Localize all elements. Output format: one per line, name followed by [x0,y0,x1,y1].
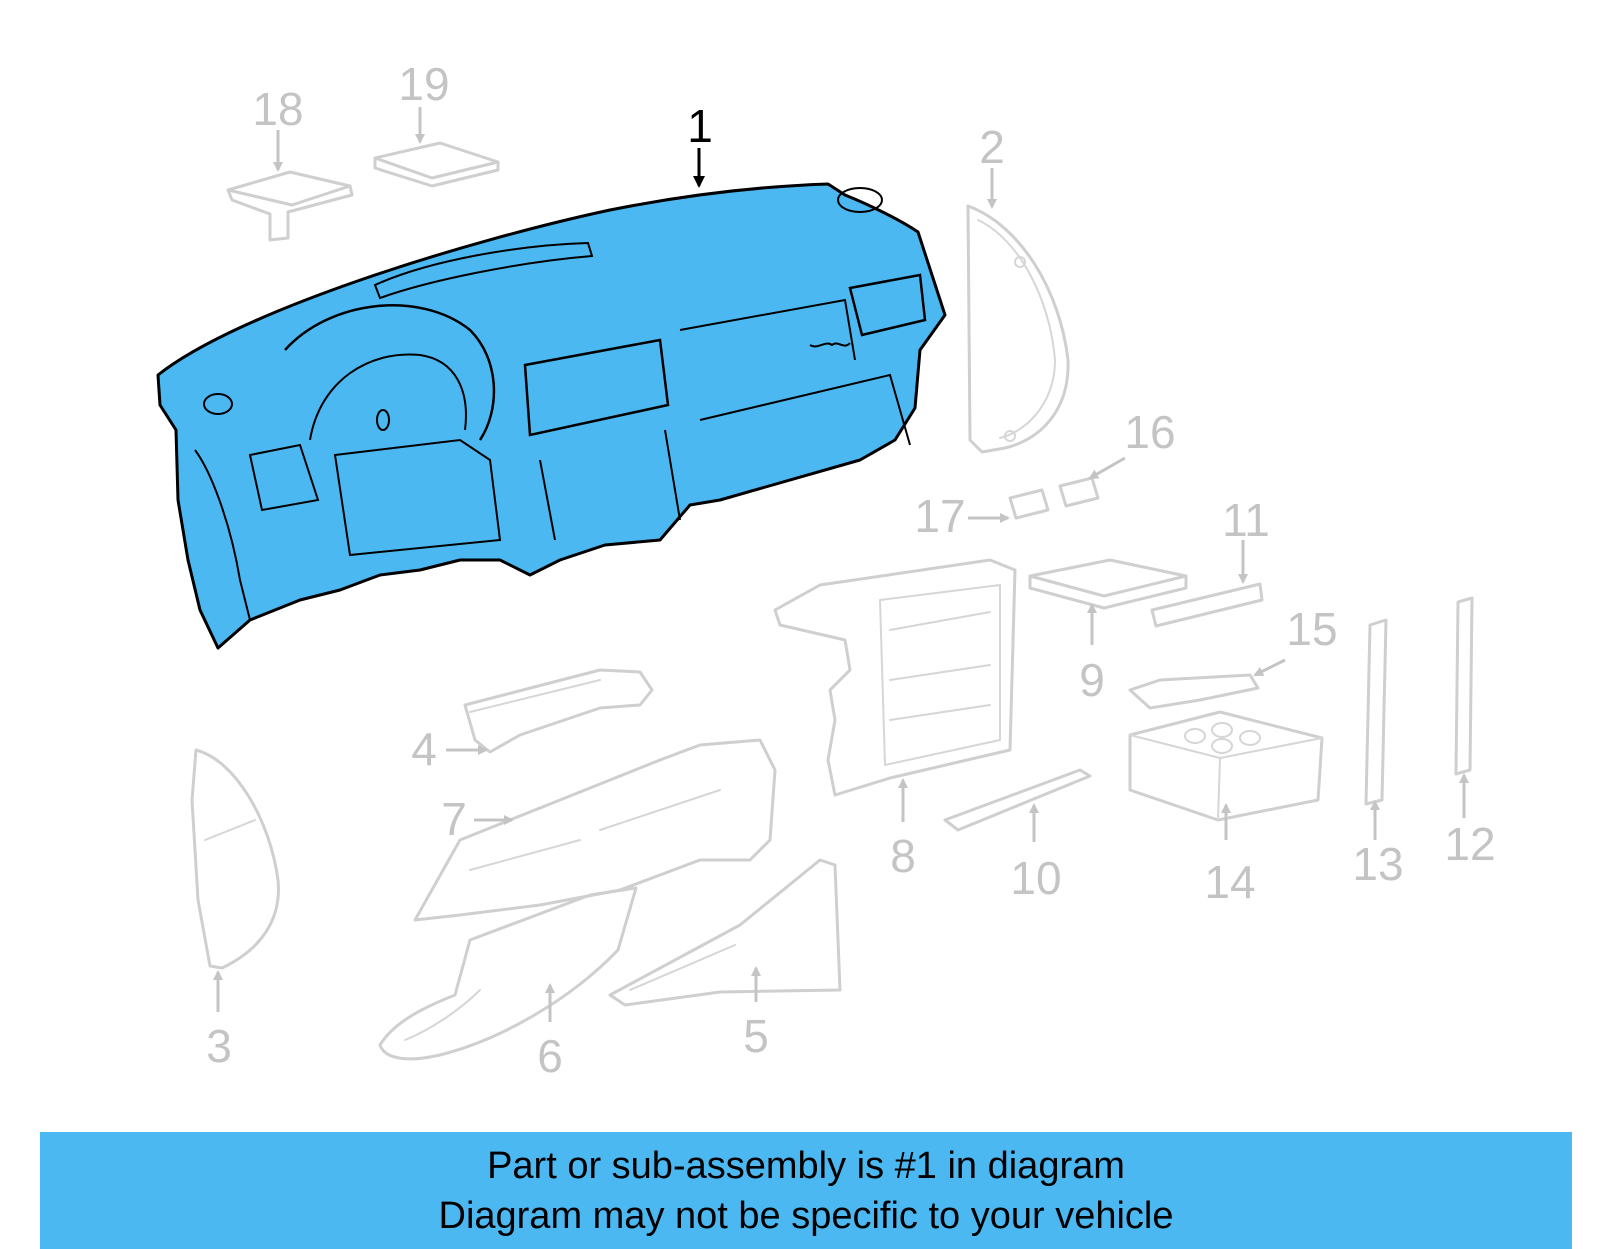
leader-lines [213,107,1469,1022]
part-12-trim[interactable] [1454,596,1474,776]
callout-1: 1 [687,100,713,152]
parts-diagram: 1 2 3 4 5 6 7 8 9 10 11 12 13 14 15 16 1… [156,58,1496,1082]
callout-3: 3 [206,1020,232,1072]
callout-9: 9 [1079,654,1105,706]
part-1-dashboard[interactable] [156,182,947,650]
callout-19: 19 [398,58,449,110]
part-2-end-cap[interactable] [966,204,1070,454]
callout-10: 10 [1010,852,1061,904]
callout-4: 4 [411,723,437,775]
callout-7: 7 [441,793,467,845]
part-5-lower-panel[interactable] [608,858,842,1007]
part-13-trim[interactable] [1364,618,1388,806]
part-15-grille[interactable] [1128,673,1260,710]
banner-line-1: Part or sub-assembly is #1 in diagram [487,1144,1125,1187]
part-18-vent[interactable] [226,170,354,242]
part-7-knee-panel[interactable] [413,738,777,922]
part-16-switch[interactable] [1058,476,1100,508]
callout-6: 6 [537,1030,563,1082]
callout-18: 18 [252,83,303,135]
callout-15: 15 [1286,603,1337,655]
callout-8: 8 [890,830,916,882]
banner-line-2: Diagram may not be specific to your vehi… [438,1194,1174,1237]
part-9-tray[interactable] [1028,558,1188,610]
part-11-strip[interactable] [1150,582,1264,628]
callout-16: 16 [1124,406,1175,458]
callout-12: 12 [1444,818,1495,870]
part-8-center-bezel[interactable] [773,558,1017,797]
part-10-strip[interactable] [943,768,1092,832]
callout-14: 14 [1204,856,1255,908]
part-19-panel[interactable] [373,141,500,188]
callout-2: 2 [979,121,1005,173]
part-17-switch[interactable] [1008,488,1050,520]
callout-11: 11 [1222,494,1270,546]
callout-13: 13 [1352,838,1403,890]
callout-5: 5 [743,1010,769,1062]
part-3-end-cap[interactable] [190,748,280,970]
callout-17: 17 [914,490,965,542]
part-4-bracket[interactable] [463,668,654,754]
info-banner: Part or sub-assembly is #1 in diagram Di… [40,1132,1572,1249]
part-6-lower-panel[interactable] [378,886,638,1061]
part-14-cup-holder[interactable] [1128,710,1324,822]
